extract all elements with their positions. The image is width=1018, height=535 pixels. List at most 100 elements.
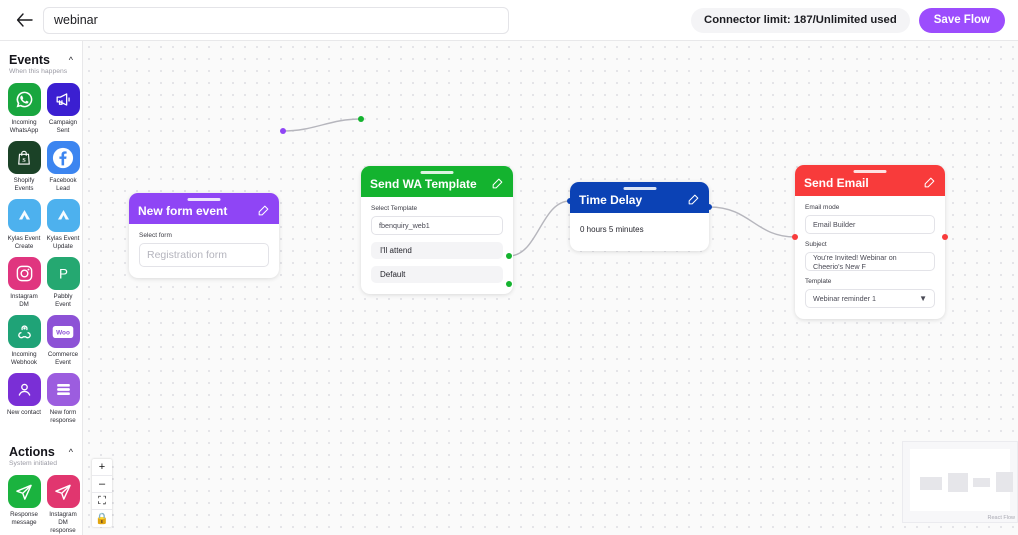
person-icon <box>7 373 41 406</box>
field-input[interactable]: Registration form <box>139 243 269 267</box>
kylas-icon <box>7 199 41 232</box>
minimap-node <box>948 473 968 492</box>
sidebar-item-kylas-event-create[interactable]: Kylas Event Create <box>6 199 42 251</box>
megaphone-icon <box>46 83 80 116</box>
handle-email-target[interactable] <box>792 234 798 240</box>
sidebar-section-header-actions[interactable]: Actions ^ <box>0 433 82 459</box>
facebook-icon <box>46 141 80 174</box>
node-title: Time Delay <box>579 192 643 207</box>
edit-icon[interactable] <box>686 193 700 207</box>
chevron-up-icon[interactable]: ^ <box>68 447 73 457</box>
zoom-controls[interactable]: +–⛶ 🔒 <box>92 459 112 527</box>
handle-delay-target[interactable] <box>567 198 573 204</box>
edit-icon[interactable] <box>256 204 270 218</box>
sidebar-item-incoming-webhook[interactable]: Incoming Webhook <box>6 315 42 367</box>
field-select[interactable]: Webinar reminder 1▼ <box>805 289 935 308</box>
drag-handle[interactable] <box>187 198 221 201</box>
header-actions: Connector limit: 187/Unlimited used Save… <box>691 7 1005 33</box>
sidebar-item-kylas-event-update[interactable]: Kylas Event Update <box>45 199 81 251</box>
whatsapp-icon <box>7 83 41 116</box>
node-header[interactable]: Send Email <box>795 165 945 196</box>
sidebar-item-campaign-sent[interactable]: Campaign Sent <box>45 83 81 135</box>
sidebar-section-header-events[interactable]: Events^ <box>0 41 82 67</box>
back-arrow-icon[interactable] <box>13 9 35 31</box>
field-input[interactable]: fbenquiry_web1 <box>371 216 503 235</box>
handle-form-source[interactable] <box>280 128 286 134</box>
edit-icon[interactable] <box>490 177 504 191</box>
field-value: fbenquiry_web1 <box>379 221 430 230</box>
chevron-down-icon: ▼ <box>919 294 927 303</box>
kylas-icon <box>46 199 80 232</box>
sidebar-item-instagram-dm-response[interactable]: Instagram DM response <box>45 475 81 535</box>
node-option[interactable]: Default <box>371 266 503 283</box>
zoom-out-button[interactable]: – <box>92 476 112 493</box>
node-header[interactable]: Send WA Template <box>361 166 513 197</box>
chevron-up-icon[interactable]: ^ <box>68 55 73 65</box>
send-icon <box>46 475 80 508</box>
handle-email-source[interactable] <box>942 234 948 240</box>
field-input[interactable]: Email Builder <box>805 215 935 234</box>
field-value: Registration form <box>147 249 227 261</box>
handle-template-target[interactable] <box>358 116 364 122</box>
node-header[interactable]: Time Delay <box>570 182 709 213</box>
sidebar-item-label: Instagram DM response <box>49 511 77 534</box>
sidebar-item-label: Campaign Sent <box>48 119 78 134</box>
edge-delay-to-email <box>708 206 796 238</box>
minimap-node <box>920 477 942 490</box>
svg-text:S: S <box>22 157 26 163</box>
flow-name-input[interactable]: webinar <box>43 6 509 34</box>
node-title: New form event <box>138 203 228 218</box>
webhook-icon <box>7 315 41 348</box>
sidebar-item-instagram-dm[interactable]: Instagram DM <box>6 257 42 309</box>
minimap-viewport <box>910 449 1013 511</box>
svg-text:P: P <box>59 266 68 281</box>
sidebar-item-label: Incoming Webhook <box>10 351 38 366</box>
connector-limit-badge: Connector limit: 187/Unlimited used <box>691 7 910 33</box>
edge-template-to-delay <box>508 200 571 257</box>
lock-button[interactable]: 🔒 <box>95 513 109 525</box>
sidebar-item-new-form-response[interactable]: New form response <box>45 373 81 425</box>
fit-view-button[interactable]: ⛶ <box>92 493 112 510</box>
sidebar-item-incoming-whatsapp[interactable]: Incoming WhatsApp <box>6 83 42 135</box>
sidebar-item-response-message[interactable]: Response message <box>6 475 42 535</box>
handle-template-source-1[interactable] <box>506 253 512 259</box>
handle-template-source-2[interactable] <box>506 281 512 287</box>
sidebar-item-label: New contact <box>6 409 42 416</box>
field-value: You're Invited! Webinar on Cheerio's New… <box>813 252 897 271</box>
sidebar-item-label: Kylas Event Create <box>7 235 41 250</box>
drag-handle[interactable] <box>623 187 656 190</box>
form-icon <box>46 373 80 406</box>
node-header[interactable]: New form event <box>129 193 279 224</box>
sidebar-item-new-contact[interactable]: New contact <box>6 373 42 425</box>
node-title: Send Email <box>804 175 869 190</box>
minimap[interactable]: React Flow <box>902 441 1018 523</box>
drag-handle[interactable] <box>420 171 454 174</box>
zoom-in-button[interactable]: + <box>92 459 112 476</box>
sidebar-item-facebook-lead[interactable]: Facebook Lead <box>45 141 81 193</box>
save-flow-button[interactable]: Save Flow <box>918 7 1005 33</box>
sidebar-section-title: Actions <box>9 445 55 459</box>
field-input[interactable]: You're Invited! Webinar on Cheerio's New… <box>805 252 935 271</box>
flow-name-value: webinar <box>54 13 98 27</box>
pabbly-icon: P <box>46 257 80 290</box>
woocommerce-icon: Woo <box>46 315 80 348</box>
field-label: Email mode <box>805 204 840 211</box>
node-option[interactable]: I'll attend <box>371 242 503 259</box>
handle-delay-source[interactable] <box>706 204 712 210</box>
shopify-icon: S <box>7 141 41 174</box>
drag-handle[interactable] <box>853 170 887 173</box>
edit-icon[interactable] <box>922 176 936 190</box>
edge-form-to-template <box>282 118 362 132</box>
